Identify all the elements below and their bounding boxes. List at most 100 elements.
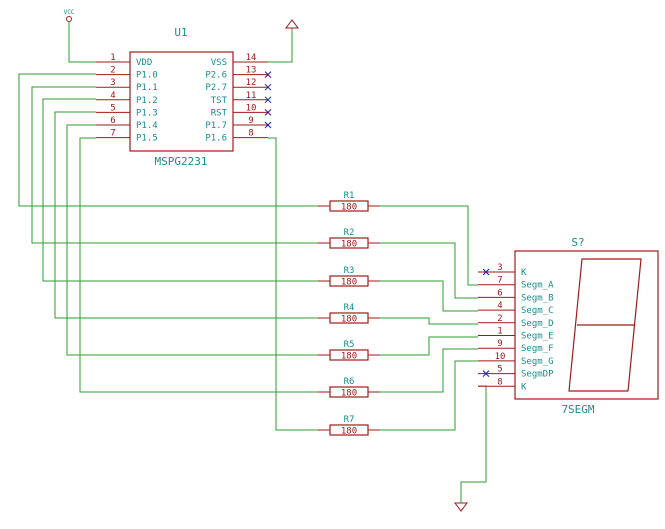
no-connect-marker [264, 109, 272, 116]
pin-number: 7 [497, 276, 502, 286]
pin-name: P1.2 [136, 96, 158, 106]
wires [18, 22, 487, 503]
pin-number: 13 [246, 66, 257, 76]
wire-r3-segm-c [380, 280, 478, 312]
resistor-value: 180 [341, 203, 357, 213]
wire-r4-segm-d [380, 317, 478, 325]
pin-name: Segm_C [521, 306, 554, 316]
resistor-ref: R1 [344, 191, 355, 201]
no-connect-marker [482, 268, 490, 276]
wire-p1-0 [18, 73, 318, 207]
wire-p1-6 [268, 137, 318, 431]
pin-number: 3 [110, 78, 115, 88]
resistor-ref: R6 [344, 377, 355, 387]
pin-number: 3 [497, 263, 502, 273]
pin-name: VSS [211, 58, 227, 68]
wire-p1-2 [42, 98, 318, 282]
pin-name: P2.6 [205, 71, 227, 81]
resistor-value: 180 [341, 240, 357, 250]
no-connect-markers [264, 71, 490, 377]
wire-r5-segm-e [380, 336, 478, 356]
u1-ref: U1 [174, 26, 187, 39]
pin-name: VDD [136, 58, 152, 68]
resistor-value: 180 [341, 427, 357, 437]
pin-name: P1.1 [136, 83, 158, 93]
u1-pin-9: 9P1.7 [205, 116, 268, 131]
wire-r7-segm-g [380, 360, 478, 431]
ground-symbol-u1 [285, 19, 299, 29]
display-ref: S? [571, 236, 584, 249]
no-connect-marker [482, 370, 490, 377]
pin-name: P1.4 [136, 121, 158, 131]
wire-p1-5 [79, 137, 318, 393]
pin-name: P1.6 [205, 134, 227, 144]
pin-name: SegmDP [521, 370, 554, 380]
pin-number: 11 [246, 91, 257, 101]
pin-number: 9 [248, 116, 253, 126]
pin-number: 14 [246, 53, 257, 63]
pin-number: 8 [248, 129, 253, 139]
pin-number: 6 [497, 288, 502, 298]
wire-vss [268, 28, 293, 63]
pin-number: 9 [497, 339, 502, 349]
pin-name: P1.5 [136, 134, 158, 144]
pin-number: 2 [497, 314, 502, 324]
vcc-symbol: VCC [64, 9, 75, 22]
pin-name: RST [211, 108, 228, 118]
pin-name: Segm_B [521, 293, 554, 303]
resistor-ref: R3 [344, 266, 355, 276]
pin-number: 1 [110, 53, 115, 63]
pin-name: Segm_G [521, 357, 554, 367]
pin-name: P1.3 [136, 108, 158, 118]
resistor-value: 180 [341, 389, 357, 399]
wire-r6-segm-f [380, 348, 478, 393]
wire-r1-segm-a [380, 205, 478, 286]
no-connect-marker [264, 83, 272, 91]
pin-name: P1.7 [205, 121, 227, 131]
vcc-label: VCC [64, 9, 75, 16]
u1-pin-8: 8P1.6 [205, 129, 268, 144]
resistor-ref: R5 [344, 340, 355, 350]
wire-p1-3 [54, 111, 318, 319]
pin-name: Segm_D [521, 319, 554, 329]
pin-name: P2.7 [205, 83, 227, 93]
display-value: 7SEGM [561, 403, 594, 416]
pin-name: Segm_F [521, 344, 554, 354]
pin-number: 12 [246, 78, 257, 88]
pin-name: K [521, 268, 527, 278]
no-connect-marker [264, 121, 272, 129]
pin-name: Segm_E [521, 332, 554, 342]
resistor-ref: R7 [344, 415, 355, 425]
resistor-value: 180 [341, 352, 357, 362]
